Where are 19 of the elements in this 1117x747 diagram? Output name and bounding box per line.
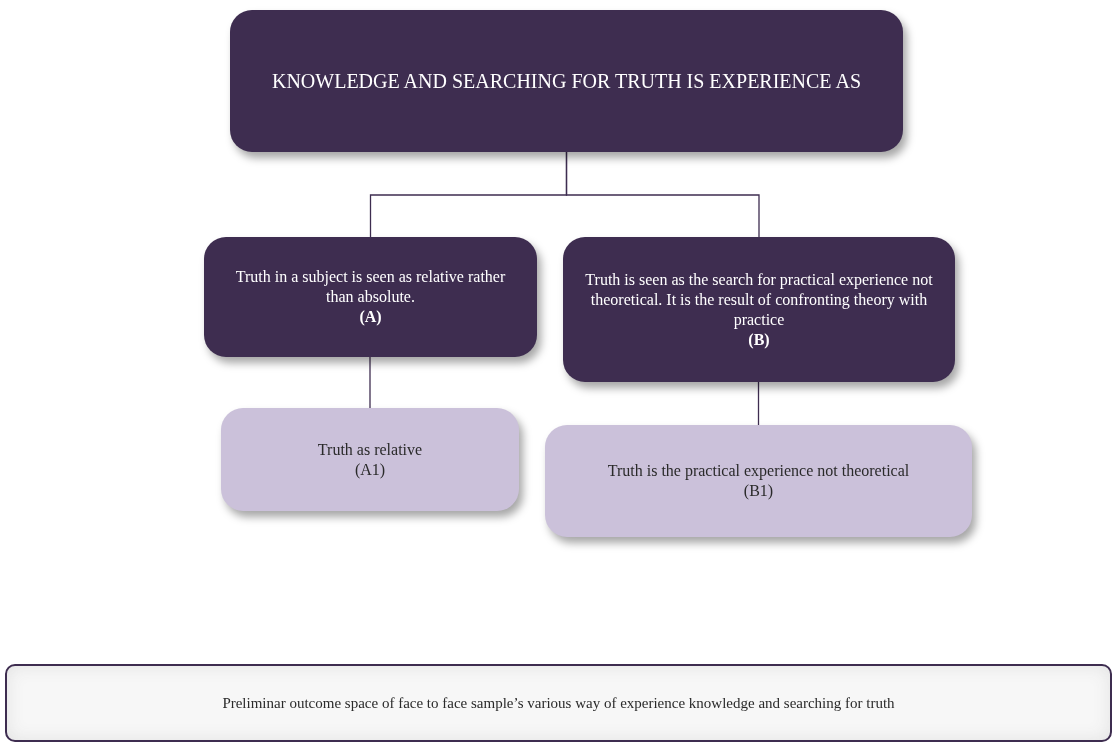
concept-box bbox=[230, 10, 903, 152]
node-text: KNOWLEDGE AND SEARCHING FOR TRUTH IS EXPERIENCE AS bbox=[271, 68, 862, 94]
node-text: Truth is the practical experience not theoretical bbox=[607, 461, 910, 481]
result-box bbox=[545, 425, 972, 537]
concept-box bbox=[204, 237, 537, 357]
node-text: Preliminar outcome space of face to face sample’s various way of experience knowledge and searching for truth bbox=[222, 693, 895, 713]
node-text: Truth as relative bbox=[317, 439, 423, 460]
node-code: (A1) bbox=[354, 459, 386, 480]
node-text: Truth is seen as the search for practical experience not theoretical. It is the result of confronting theory with practice bbox=[585, 269, 933, 330]
node-code: (B1) bbox=[743, 481, 774, 501]
node-code: (B) bbox=[748, 329, 770, 350]
node-text: Truth in a subject is seen as relative rather than absolute. bbox=[234, 267, 507, 307]
connector-line bbox=[565, 151, 760, 238]
result-box bbox=[221, 408, 519, 511]
note-box bbox=[5, 664, 1112, 742]
connector-line bbox=[757, 381, 760, 426]
connector-line bbox=[369, 356, 371, 409]
node-code: (A) bbox=[359, 307, 382, 327]
concept-box bbox=[563, 237, 955, 382]
